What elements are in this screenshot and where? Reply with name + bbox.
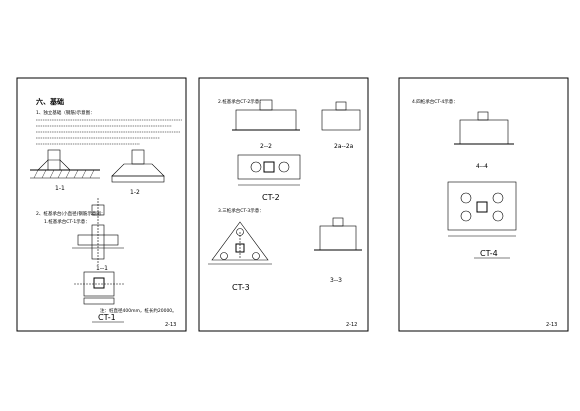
caption-ct-3: CT-3 [232, 283, 250, 292]
ct2-section-label: 2--2 [260, 143, 272, 150]
caption-ct-1: CT-1 [98, 313, 116, 322]
sheet-1: 六、基础 1、独立基础（钢筋)示意图： 1-1 [16, 77, 187, 332]
ct3-elevation [314, 217, 362, 251]
ct3-section-label: 3--3 [330, 277, 342, 284]
sheet-1-text-lines [36, 119, 182, 145]
sheet-3-note: 4.四桩承台CT-4示意： [412, 98, 458, 105]
footing-label-2: 1-2 [130, 189, 140, 196]
sheet-1-note-2: 2、桩基承台(小直径)钢筋示意图： [36, 210, 105, 217]
ct4-section-label: 4--4 [476, 163, 488, 170]
ct2-elevation [232, 99, 300, 131]
ct2-plan [237, 154, 301, 186]
sheet-1-sub-2: 1.桩基承台CT-1示意： [44, 218, 90, 225]
sheet-1-note-1: 1、独立基础（钢筋)示意图： [36, 109, 95, 116]
sheet-1-heading: 六、基础 [36, 97, 64, 106]
section-1-1: 1--1 [96, 265, 108, 272]
sheet-1-border [16, 77, 187, 332]
sheet-2: 2.桩基承台CT-2示意： 2--2 2a--2a CT-2 3.三桩承台CT-… [198, 77, 369, 332]
ct2a-elevation [321, 101, 361, 131]
ct4-elevation [454, 111, 514, 145]
sheet-3-page-number: 2-13 [546, 322, 557, 328]
sheet-2-page-number: 2-12 [346, 322, 357, 328]
pile-cap-elevation [72, 198, 124, 265]
sheet-2-note-b: 3.三桩承台CT-3示意： [218, 207, 264, 214]
ct2a-section-label: 2a--2a [334, 143, 354, 150]
caption-ct-4: CT-4 [480, 249, 498, 258]
footing-label-1: 1-1 [55, 185, 65, 192]
pile-cap-plan [74, 271, 124, 305]
ct3-plan [208, 221, 272, 265]
footing-detail-left: 1-1 [30, 149, 100, 192]
ct4-plan [447, 181, 517, 237]
sheet-2-note-a: 2.桩基承台CT-2示意： [218, 98, 264, 105]
sheet-1-foot-note: 注：桩直径400mm，桩长约20000。 [100, 307, 177, 314]
sheet-1-page-number: 2-13 [165, 322, 176, 328]
sheet-3-border [398, 77, 569, 332]
footing-detail-right: 1-2 [111, 149, 165, 196]
caption-ct-2: CT-2 [262, 193, 280, 202]
sheet-2-border [198, 77, 369, 332]
sheet-3: 4.四桩承台CT-4示意： 4--4 CT-4 2-13 [398, 77, 569, 332]
